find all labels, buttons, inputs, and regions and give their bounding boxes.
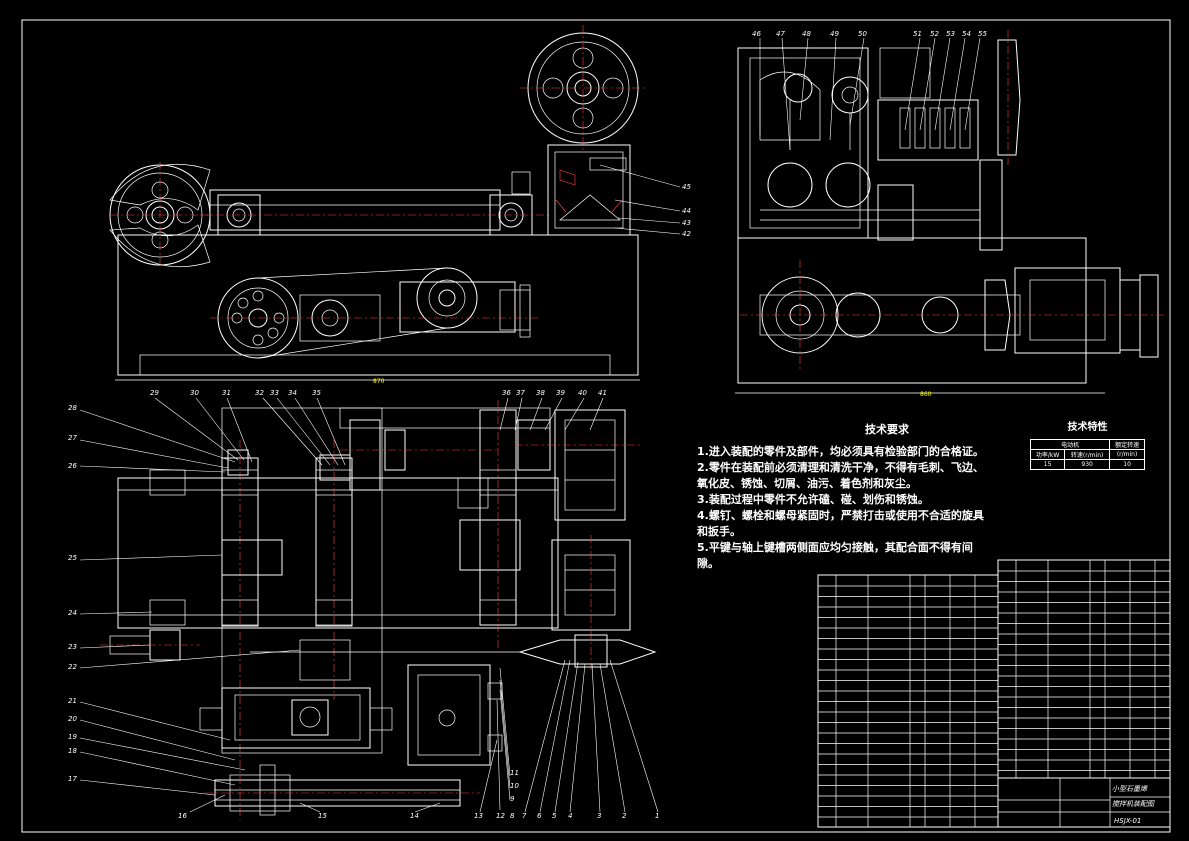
callout-34: 34 xyxy=(288,389,297,397)
callout-37: 37 xyxy=(516,389,525,397)
title-name-line2: 搅拌机装配图 xyxy=(1112,800,1155,808)
technical-requirements: 技术要求 1.进入装配的零件及部件，均必须具有检验部门的合格证。 2.零件在装配… xyxy=(697,422,1017,572)
callout-44: 44 xyxy=(682,207,691,215)
callout-32: 32 xyxy=(255,389,264,397)
drawing-number: HSJX-01 xyxy=(1114,817,1141,825)
callout-15: 15 xyxy=(318,812,327,820)
callout-5: 5 xyxy=(552,812,557,820)
callout-14: 14 xyxy=(410,812,419,820)
callout-42: 42 xyxy=(682,230,691,238)
callout-38: 38 xyxy=(536,389,545,397)
parts-list-table xyxy=(817,559,1171,828)
requirement-line: 氧化皮、锈蚀、切屑、油污、着色剂和灰尘。 xyxy=(697,477,917,490)
callouts-view3-bottom: 16 15 14 13 12 11 10 9 8 7 6 5 4 3 2 1 xyxy=(178,659,659,820)
callout-48: 48 xyxy=(802,30,811,38)
callout-17: 17 xyxy=(68,775,77,783)
callout-28: 28 xyxy=(68,404,77,412)
callout-41: 41 xyxy=(598,389,607,397)
requirement-line: 隙。 xyxy=(697,557,719,570)
callout-13: 13 xyxy=(474,812,483,820)
requirement-line: 2.零件在装配前必须清理和清洗干净，不得有毛刺、飞边、 xyxy=(697,461,984,474)
spec-header-motor: 电动机 xyxy=(1029,439,1111,450)
requirement-line: 1.进入装配的零件及部件，均必须具有检验部门的合格证。 xyxy=(697,445,984,458)
callout-45: 45 xyxy=(682,183,691,191)
spec-value-power: 15 xyxy=(1029,459,1066,470)
callout-47: 47 xyxy=(776,30,785,38)
spec-table: 电动机 额定转速 功率/kW 转速(r/min) (r/min) 15 930 … xyxy=(1029,439,1145,470)
title-block: 小型石墨烯 搅拌机装配图 HSJX-01 xyxy=(997,777,1171,828)
spec-subheader-power: 功率/kW xyxy=(1029,449,1066,460)
callout-51: 51 xyxy=(913,30,922,38)
callout-10: 10 xyxy=(510,782,519,790)
callouts-view1: 45 44 43 42 xyxy=(599,164,691,238)
callout-21: 21 xyxy=(68,697,77,705)
technical-specification-title: 技术特性 xyxy=(1067,422,1108,433)
callout-8: 8 xyxy=(510,812,515,820)
requirement-line: 和扳手。 xyxy=(697,525,741,538)
callout-33: 33 xyxy=(270,389,279,397)
plan-view: 29 30 31 32 33 34 35 36 37 38 39 40 41 xyxy=(68,389,659,820)
callout-16: 16 xyxy=(178,812,187,820)
svg-text:870: 870 xyxy=(373,378,385,385)
callout-6: 6 xyxy=(537,812,542,820)
spec-value-speed: 10 xyxy=(1109,459,1145,470)
callouts-view3-top: 29 30 31 32 33 34 35 36 37 38 39 40 41 xyxy=(150,389,607,466)
callout-25: 25 xyxy=(68,554,77,562)
callout-4: 4 xyxy=(568,812,572,820)
callout-2: 2 xyxy=(622,812,627,820)
callout-36: 36 xyxy=(502,389,511,397)
callout-3: 3 xyxy=(597,812,601,820)
callout-30: 30 xyxy=(190,389,199,397)
callout-52: 52 xyxy=(930,30,939,38)
requirement-line: 3.装配过程中零件不允许磕、碰、划伤和锈蚀。 xyxy=(697,493,929,506)
front-elevation-view: 870 45 44 43 42 xyxy=(109,25,691,385)
callout-22: 22 xyxy=(68,663,77,671)
callout-12: 12 xyxy=(496,812,505,820)
callout-55: 55 xyxy=(978,30,987,38)
callout-54: 54 xyxy=(962,30,971,38)
callout-35: 35 xyxy=(312,389,321,397)
title-name-line1: 小型石墨烯 xyxy=(1112,785,1148,793)
callout-1: 1 xyxy=(655,812,659,820)
spec-subheader-unit: (r/min) xyxy=(1109,449,1145,460)
spec-value-rpm: 930 xyxy=(1064,459,1111,470)
callout-46: 46 xyxy=(752,30,761,38)
callout-39: 39 xyxy=(556,389,565,397)
technical-requirements-title: 技术要求 xyxy=(865,423,909,436)
callout-27: 27 xyxy=(68,434,77,442)
technical-specification: 技术特性 电动机 额定转速 功率/kW 转速(r/min) (r/min) 15… xyxy=(1029,418,1145,470)
callout-7: 7 xyxy=(522,812,527,820)
callout-26: 26 xyxy=(68,462,77,470)
callout-43: 43 xyxy=(682,219,691,227)
drawing-border xyxy=(21,19,1171,833)
callout-9: 9 xyxy=(510,795,515,803)
callout-31: 31 xyxy=(222,389,231,397)
svg-text:860: 860 xyxy=(920,391,932,398)
side-elevation-view: 860 46 47 48 49 50 51 xyxy=(735,30,1165,398)
bom-rows xyxy=(818,570,1170,818)
spec-subheader-rpm: 转速(r/min) xyxy=(1064,449,1111,460)
callout-29: 29 xyxy=(150,389,159,397)
spec-header-speed: 额定转速 xyxy=(1109,439,1145,450)
requirement-line: 5.平键与轴上键槽两侧面应均匀接触，其配合面不得有间 xyxy=(697,541,973,554)
callout-20: 20 xyxy=(68,715,77,723)
callouts-view3-left: 28 27 26 25 24 23 22 21 20 19 18 17 xyxy=(68,404,301,796)
callout-49: 49 xyxy=(830,30,839,38)
callout-50: 50 xyxy=(858,30,867,38)
callout-23: 23 xyxy=(68,643,77,651)
callout-19: 19 xyxy=(68,733,77,741)
requirement-line: 4.螺钉、螺栓和螺母紧固时，严禁打击或使用不合适的旋具 xyxy=(697,509,984,522)
callout-11: 11 xyxy=(510,769,519,777)
callout-18: 18 xyxy=(68,747,77,755)
callout-24: 24 xyxy=(68,609,77,617)
callout-53: 53 xyxy=(946,30,955,38)
callout-40: 40 xyxy=(578,389,587,397)
callouts-view2: 46 47 48 49 50 51 52 53 54 55 xyxy=(752,30,987,151)
